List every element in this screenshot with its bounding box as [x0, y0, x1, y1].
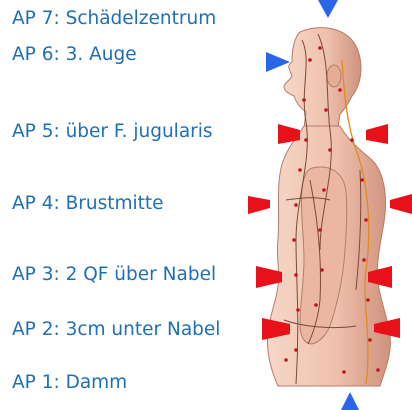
label-ap5: AP 5: über F. jugularis: [12, 121, 213, 143]
label-ap4: AP 4: Brustmitte: [12, 193, 164, 215]
marker-ap1-bottom: [341, 392, 359, 410]
marker-ap5-right: [366, 124, 388, 144]
marker-ap6-left: [266, 52, 290, 72]
label-ap2: AP 2: 3cm unter Nabel: [12, 319, 220, 341]
marker-ap7-top: [318, 0, 338, 18]
label-ap1: AP 1: Damm: [12, 372, 127, 394]
label-ap7: AP 7: Schädelzentrum: [12, 8, 216, 30]
label-ap3: AP 3: 2 QF über Nabel: [12, 264, 216, 286]
marker-ap4-left: [248, 196, 270, 214]
marker-ap4-right: [390, 194, 412, 214]
label-ap6: AP 6: 3. Auge: [12, 44, 137, 66]
